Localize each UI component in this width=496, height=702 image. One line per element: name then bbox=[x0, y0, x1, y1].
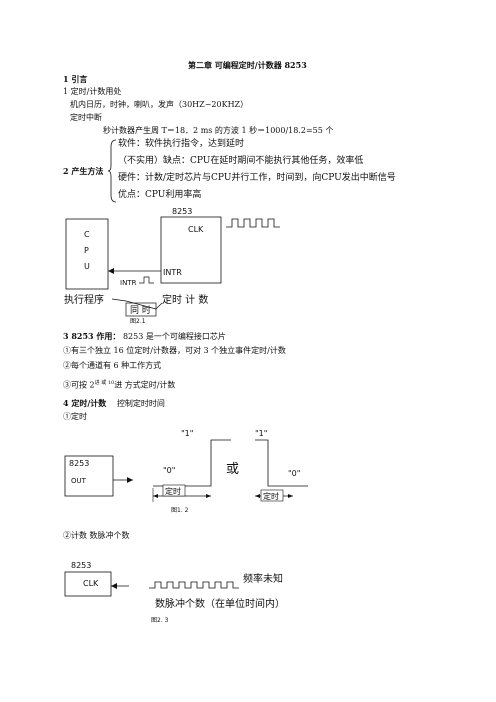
cpu-letter-p: P bbox=[84, 246, 89, 255]
intr-pulse bbox=[139, 276, 154, 284]
waveform-a bbox=[153, 439, 231, 487]
wave-b-zero: "0" bbox=[288, 469, 300, 478]
figure-2-3-caption: 图2. 3 bbox=[151, 617, 169, 624]
fig3-clk-arrowhead bbox=[111, 583, 117, 589]
timer-label: ①定时 bbox=[63, 412, 87, 421]
count-label: ②计数 数脉冲个数 bbox=[63, 531, 130, 540]
section-3-heading: 3 8253 作用： bbox=[63, 331, 121, 341]
section-4-heading-tail: 控制定时时间 bbox=[116, 399, 165, 408]
exec-arrow bbox=[111, 298, 157, 310]
wave-a-timer-box bbox=[162, 484, 186, 497]
fig2-out-arrowhead bbox=[127, 477, 133, 483]
wave-a-timer-arrowhead-left bbox=[153, 494, 158, 498]
exec-program-label: 执行程序 bbox=[64, 293, 104, 306]
section-2-item-4: 优点：CPU利用率高 bbox=[118, 190, 202, 200]
fig3-clk-label: CLK bbox=[83, 579, 99, 588]
section-1-line-1: 1 定时/计数用处 bbox=[63, 87, 122, 96]
fig3-pulses-label: 数脉冲个数（在单位时间内） bbox=[155, 597, 285, 610]
section-2-brace bbox=[107, 139, 117, 203]
cpu-letter-c: C bbox=[84, 230, 90, 239]
figure-2-1: C P U 8253 CLK INTR INTR 执行程序 同 时 定时 计 数… bbox=[64, 207, 280, 325]
intr-arrowhead bbox=[108, 268, 114, 274]
fig2-chip-label: 8253 bbox=[69, 459, 89, 468]
section-2-item-1: 软件：软件执行指令，达到延时 bbox=[118, 139, 245, 149]
intr-label: INTR bbox=[163, 268, 182, 277]
wave-b-timer-box bbox=[260, 489, 284, 502]
section-4-heading-row: 4 定时/计数 控制定时时间 bbox=[63, 399, 165, 408]
section-1-heading: 1 引言 bbox=[63, 74, 88, 84]
fig2-out-label: OUT bbox=[71, 477, 87, 485]
wave-b-timer-label: 定时 bbox=[263, 491, 279, 501]
section-3-heading-row: 3 8253 作用： 8253 是一个可编程接口芯片 bbox=[63, 332, 226, 341]
figure-1-2-caption: 图1. 2 bbox=[171, 507, 189, 514]
section-3-item-3-part-a: ③可按 2 bbox=[63, 380, 95, 390]
wave-b-timer-arrowhead-right bbox=[288, 494, 293, 498]
fig2-chip-box bbox=[64, 455, 114, 497]
section-3-heading-tail: 8253 是一个可编程接口芯片 bbox=[122, 332, 226, 341]
section-3-item-3-part-c: 进 方式定时/计数 bbox=[114, 380, 176, 390]
wave-b-timer-arrowhead-left bbox=[255, 494, 260, 498]
fig3-pulse-train bbox=[149, 581, 239, 589]
intr-arrow-label: INTR bbox=[120, 279, 137, 287]
wave-a-timer-label: 定时 bbox=[165, 486, 181, 496]
fig3-chip-label: 8253 bbox=[71, 561, 91, 570]
wave-a-zero: "0" bbox=[163, 466, 175, 475]
section-4-heading: 4 定时/计数 bbox=[63, 398, 107, 408]
section-2-heading: 2 产生方法 bbox=[63, 166, 104, 176]
section-2-item-2: （不实用）缺点：CPU在延时期间不能执行其他任务，效率低 bbox=[118, 156, 364, 166]
same-time-label: 同 时 bbox=[130, 304, 151, 316]
section-3-item-2: ②每个通道有 6 种工作方式 bbox=[63, 361, 162, 370]
timing-link bbox=[155, 302, 163, 310]
wave-a-timer-arrowhead-right bbox=[206, 494, 211, 498]
figure-2-3: 8253 CLK 频率未知 数脉冲个数（在单位时间内） 图2. 3 bbox=[64, 561, 285, 624]
chip-8253-box bbox=[160, 216, 222, 284]
timing-count-label: 定时 计 数 bbox=[162, 293, 208, 306]
figure-2-1-caption: 图2.1 bbox=[130, 318, 146, 325]
same-time-box bbox=[125, 302, 157, 317]
or-label: 或 bbox=[226, 462, 239, 477]
fig3-freq-label: 频率未知 bbox=[243, 572, 283, 585]
clk-waveform bbox=[226, 218, 280, 228]
chip-label: 8253 bbox=[172, 207, 192, 216]
section-1-line-3: 定时中断 bbox=[70, 113, 102, 122]
cpu-letter-u: U bbox=[84, 262, 90, 271]
clk-label: CLK bbox=[188, 225, 204, 234]
section-1-line-2: 机内日历，时钟，喇叭，发声（30HZ~20KHZ） bbox=[70, 100, 249, 109]
fig3-chip-box bbox=[64, 571, 112, 597]
figure-1-2: 8253 OUT "0" "1" 定时 或 "1" "0" 定时 图1. 2 bbox=[64, 429, 308, 514]
wave-a-one: "1" bbox=[181, 429, 193, 438]
section-3-item-1: ①有三个独立 16 位定时/计数器，可对 3 个独立事件定时/计数 bbox=[63, 346, 286, 355]
section-1-line-4: 秒计数器产生周 T＝18．2 ms 的方波 1 秒＝1000/18.2=55 个 bbox=[103, 126, 334, 135]
waveform-b bbox=[255, 439, 308, 487]
wave-b-one: "1" bbox=[255, 429, 267, 438]
cpu-box bbox=[65, 218, 109, 290]
section-3-item-3: ③可按 2进 或 10进 方式定时/计数 bbox=[63, 381, 175, 390]
section-2-item-3: 硬件：计数/定时芯片与CPU并行工作，时间到，向CPU发出中断信号 bbox=[118, 173, 396, 183]
page-title: 第二章 可编程定时/计数器 8253 bbox=[188, 60, 307, 70]
section-3-item-3-part-b: 进 或 10 bbox=[94, 380, 115, 386]
